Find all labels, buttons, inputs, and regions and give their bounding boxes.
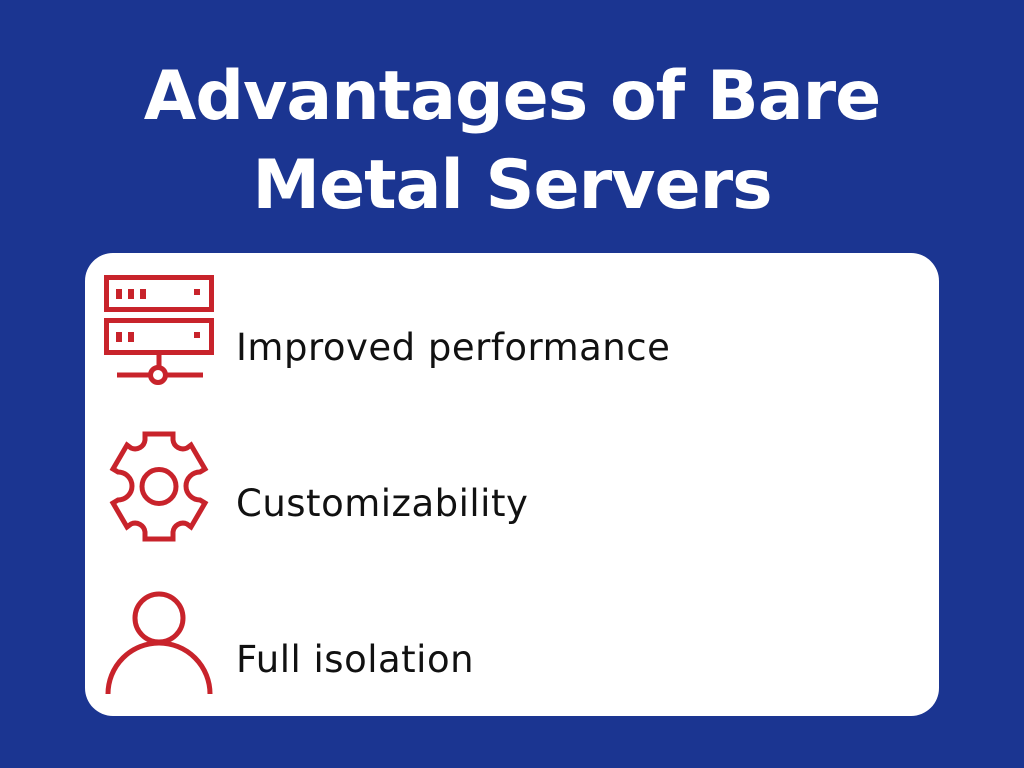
user-icon bbox=[101, 583, 217, 703]
list-item-customizability: Customizability bbox=[85, 428, 939, 548]
list-item-performance: Improved performance bbox=[85, 270, 939, 390]
page-title: Advantages of Bare Metal Servers bbox=[0, 52, 1024, 230]
title-line-2: Metal Servers bbox=[252, 146, 772, 225]
gear-icon bbox=[101, 428, 217, 548]
server-network-icon bbox=[101, 270, 217, 390]
item-label: Customizability bbox=[236, 482, 529, 525]
title-line-1: Advantages of Bare bbox=[143, 57, 882, 136]
item-label: Improved performance bbox=[236, 326, 671, 369]
advantages-card: Improved performance Customizability Ful… bbox=[85, 253, 939, 716]
item-label: Full isolation bbox=[236, 638, 475, 681]
list-item-isolation: Full isolation bbox=[85, 583, 939, 703]
